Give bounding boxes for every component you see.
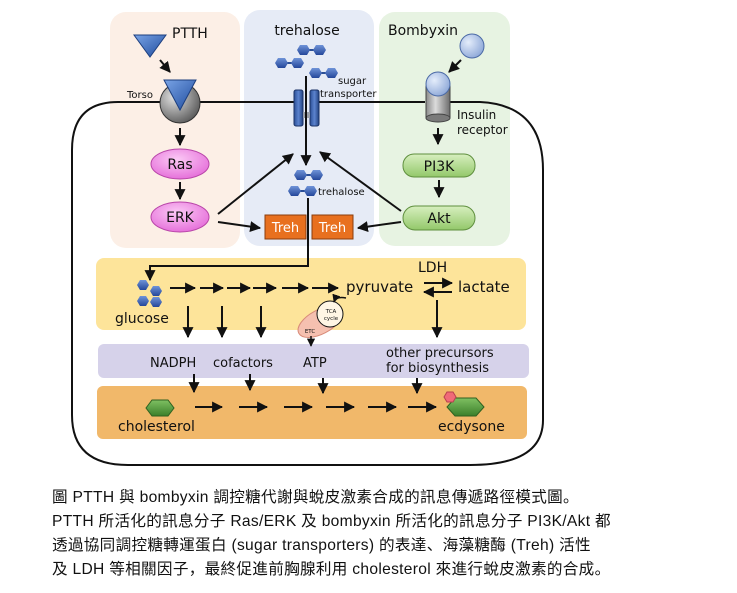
caption-line-4: 及 LDH 等相關因子，最終促進前胸腺利用 cholesterol 來進行蛻皮激… [52,561,611,578]
erk-node [150,201,210,233]
cholesterol-label: cholesterol [118,419,195,435]
erk-label: ERK [166,210,195,226]
bombyxin-panel [379,12,510,246]
pi3k-label: PI3K [424,159,455,175]
treh-right-label: Treh [318,221,346,236]
arrow-bombyxin-to-receptor [448,59,462,73]
ldh-label: LDH [418,260,447,276]
caption-line-3: 透過協同調控糖轉運蛋白 (sugar transporters) 的表達、海藻糖… [52,537,591,554]
trehalose-molecule-icon [309,68,338,78]
etc-label: ETC [305,329,316,335]
sugar-transporter-label-line2: transporter [320,89,377,100]
trehalose-molecule-icon [275,58,304,68]
arrow-erk-to-treh [217,221,262,233]
caption-line-1: 圖 PTTH 與 bombyxin 調控糖代謝與蛻皮激素合成的訊息傳遞路徑模式圖… [52,489,579,506]
pi3k-node [402,153,476,178]
trehalose-inner-label: trehalose [318,187,365,198]
metabolism-band [96,258,526,330]
ptth-panel [110,12,240,248]
ptth-label: PTTH [172,26,208,42]
bombyxin-ligand-icon [459,33,485,59]
tca-label-line1: TCA [325,309,337,315]
arrow-trehalose-to-glucose [144,198,309,282]
sugar-transporter-icon [293,89,320,127]
treh-enzyme-left [264,214,307,240]
cholesterol-molecule-icon [145,399,175,417]
glucose-label: glucose [115,311,169,327]
trehalose-molecules-inside [288,170,323,196]
cell-membrane [71,101,544,466]
trehalose-molecule-icon [297,45,326,55]
sugar-transporter-label-line1: sugar [338,76,367,87]
cofactors-label: cofactors [213,356,273,371]
precursor-band [98,344,529,378]
trehalose-molecule-icon [288,186,317,196]
mitochondrion-icon: TCA cycle ETC [297,293,347,338]
steroid-band [97,386,527,439]
akt-node [402,205,476,231]
insulin-receptor-label-line1: Insulin [457,108,496,122]
bombyxin-label: Bombyxin [388,23,458,39]
ras-node [150,148,210,180]
trehalose-panel [244,10,374,246]
other-precursors-line1: other precursors [386,346,494,361]
lactate-label: lactate [458,278,510,296]
arrow-ptth-to-torso [159,59,171,73]
ptth-ligand-icon [133,34,167,58]
glucose-molecules-icon [137,280,162,307]
atp-label: ATP [303,356,327,371]
arrow-akt-to-treh [356,221,402,233]
ecdysone-label: ecdysone [438,419,505,435]
trehalose-molecules-outside [275,45,338,78]
figure-caption: 圖 PTTH 與 bombyxin 調控糖代謝與蛻皮激素合成的訊息傳遞路徑模式圖… [52,486,724,582]
treh-left-label: Treh [271,221,299,236]
caption-line-2: PTTH 所活化的訊息分子 Ras/ERK 及 bombyxin 所活化的訊息分… [52,513,611,530]
torso-bound-ptth-icon [163,79,197,112]
trehalose-title: trehalose [274,23,339,39]
tca-label-line2: cycle [324,316,339,322]
signaling-pathway-diagram: PTTH Torso Ras ERK trehalose sugar trans… [71,10,544,466]
arrow-erk-to-transporter [217,153,294,215]
pyruvate-label: pyruvate [346,278,413,296]
treh-enzyme-right [311,214,354,240]
akt-label: Akt [427,211,451,227]
insulin-receptor-icon [425,71,451,123]
trehalose-molecule-icon [294,170,323,180]
ecdysone-molecule-icon [443,391,485,417]
other-precursors-line2: for biosynthesis [386,361,489,376]
insulin-receptor-label-line2: receptor [457,123,508,137]
ras-label: Ras [167,157,192,173]
nadph-label: NADPH [150,356,196,371]
arrow-akt-to-transporter [319,151,402,212]
torso-label: Torso [126,90,153,101]
